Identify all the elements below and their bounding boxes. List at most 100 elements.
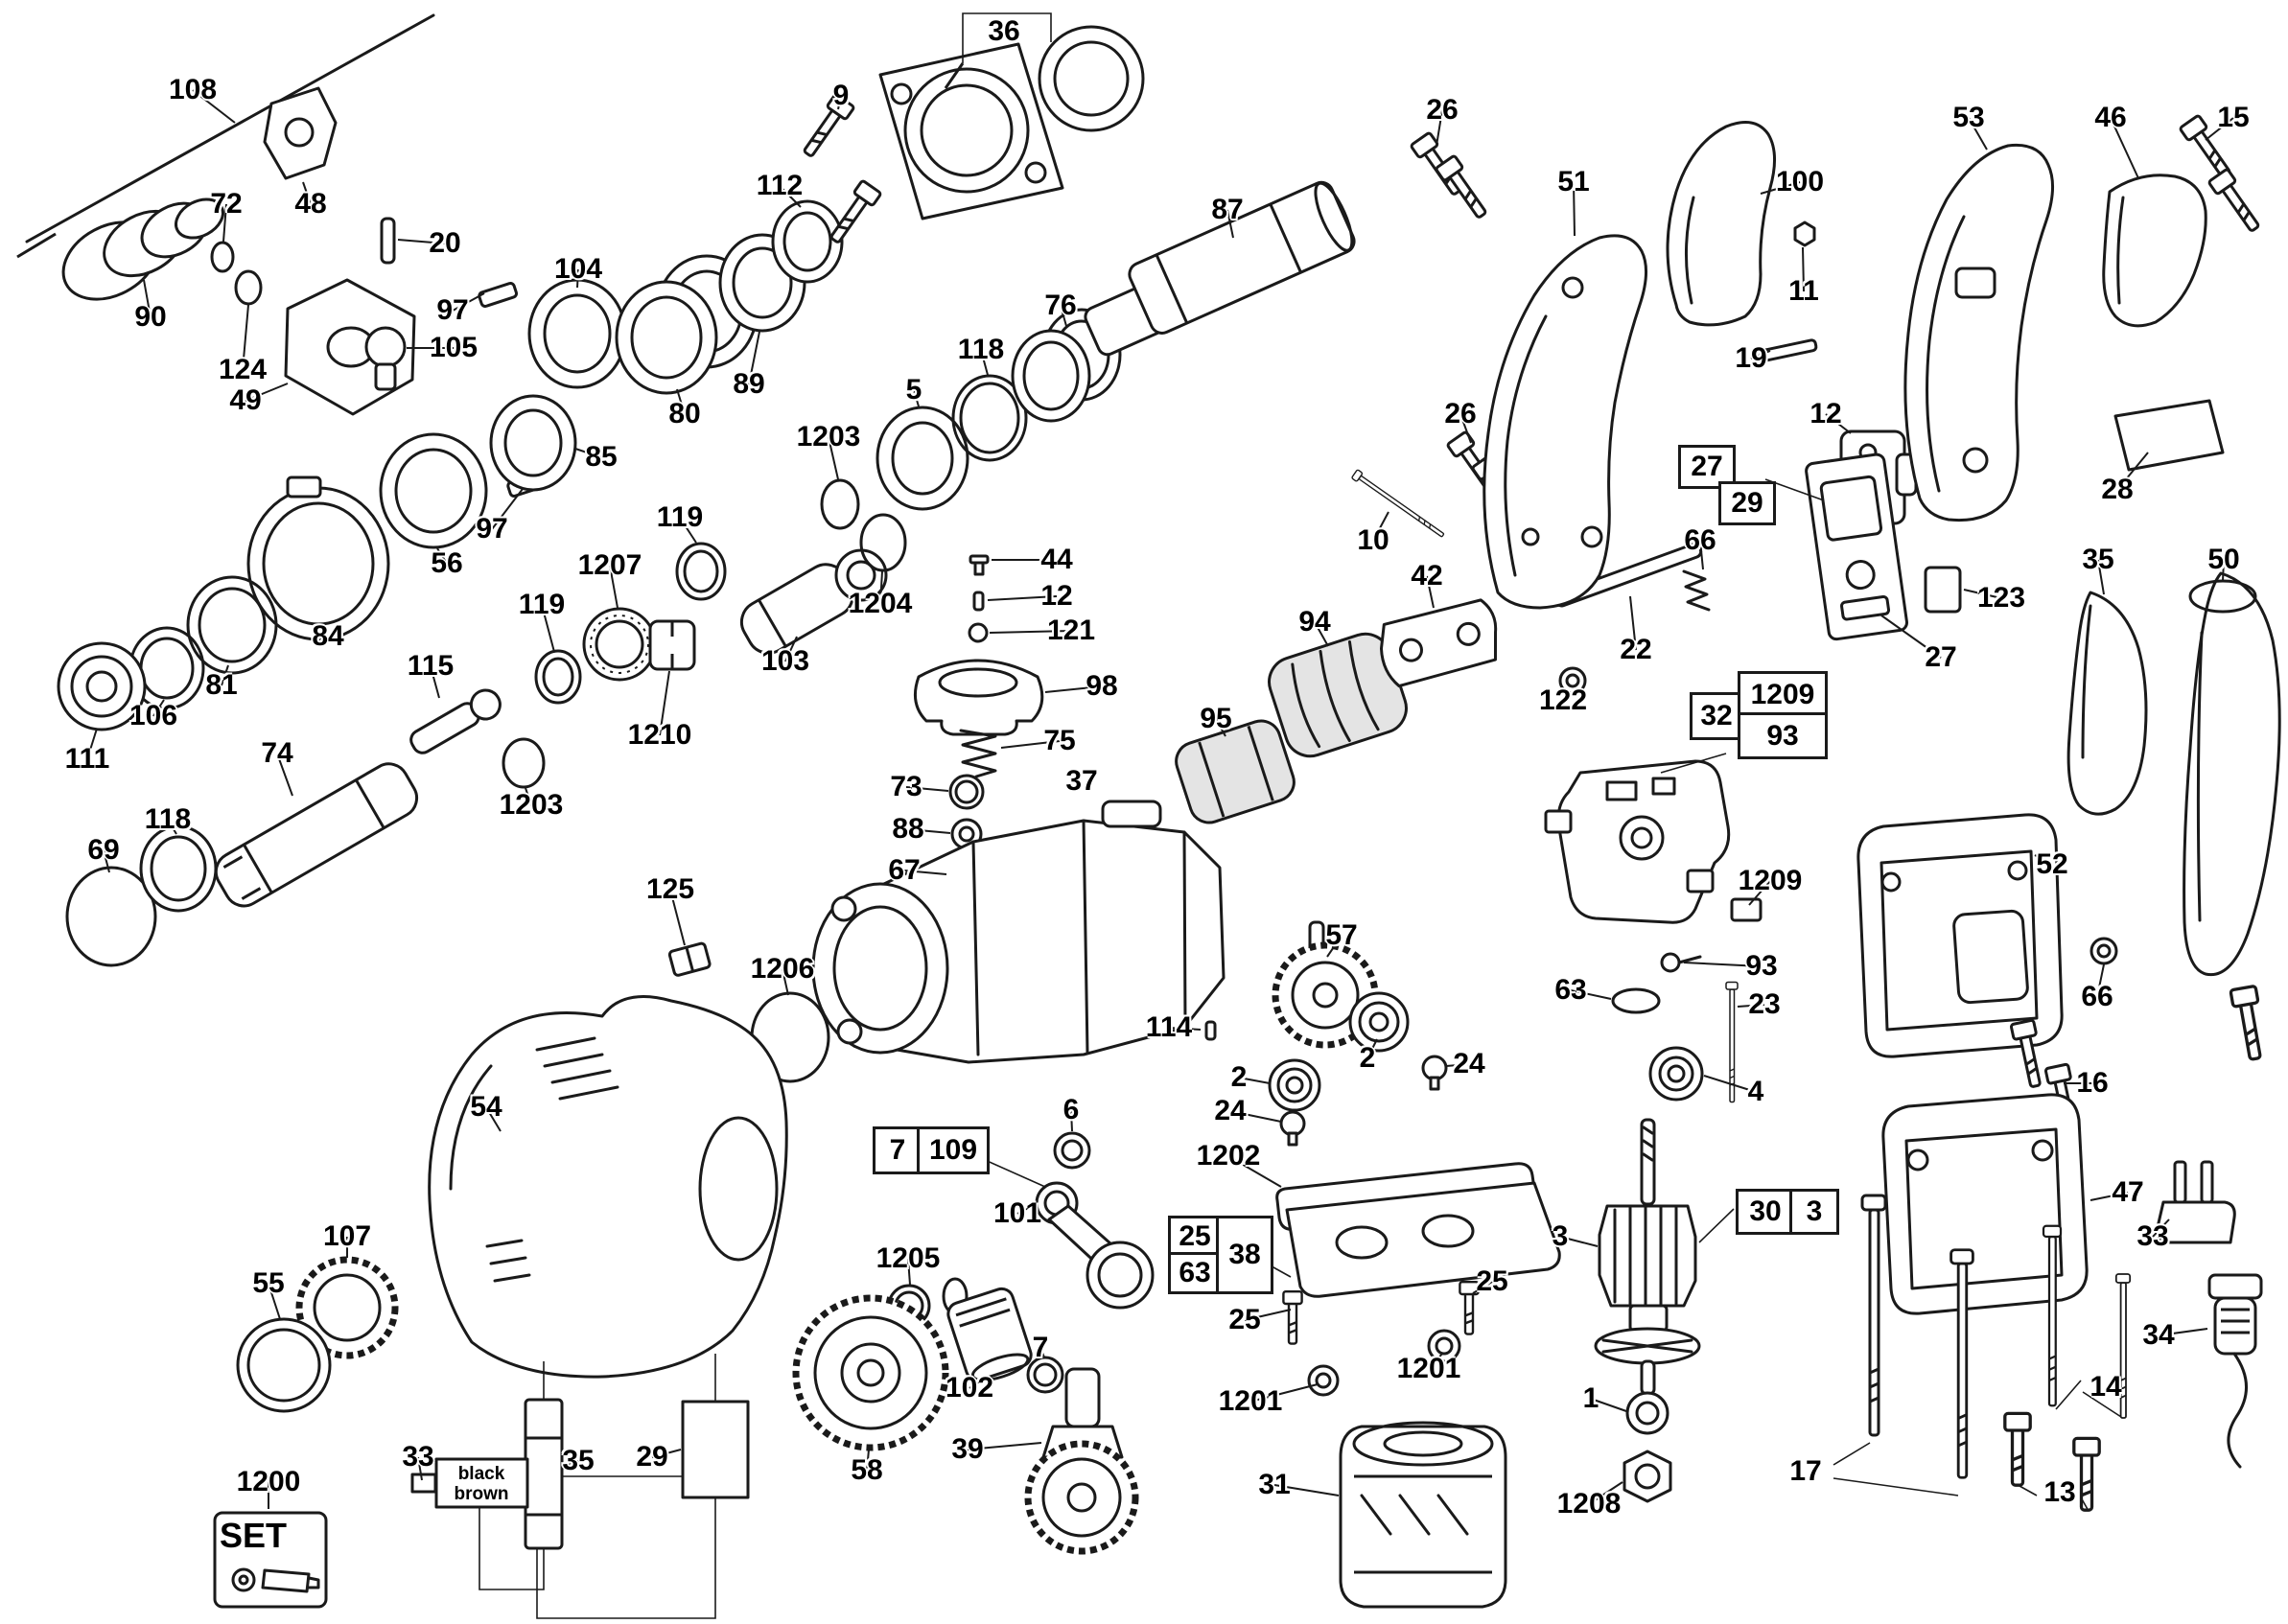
part-label-36: 36 (988, 15, 1020, 47)
part-label-88: 88 (892, 813, 924, 845)
part-label-6: 6 (1062, 1094, 1080, 1125)
part-label-2: 2 (1359, 1042, 1376, 1074)
part-label-114: 114 (1145, 1011, 1193, 1043)
lower-housing-group-drawing (1856, 813, 2270, 1469)
part-label-80: 80 (668, 398, 701, 429)
part-label-76: 76 (1044, 290, 1077, 321)
part-label-39: 39 (951, 1433, 984, 1465)
part-label-48: 48 (294, 188, 327, 220)
wiring-diagram-drawing (410, 1354, 750, 1619)
part-label-97: 97 (436, 294, 469, 326)
armature-drawing (1594, 1118, 1701, 1503)
part-label-102: 102 (945, 1372, 994, 1404)
part-label-7-boxed: 7 (873, 1126, 922, 1174)
part-label-123: 123 (1976, 582, 2026, 614)
part-label-54: 54 (470, 1091, 502, 1123)
part-label-29-boxed: 29 (1718, 481, 1776, 525)
part-label-31: 31 (1258, 1469, 1291, 1500)
part-label-24: 24 (1214, 1095, 1247, 1126)
part-label-109-boxed: 109 (917, 1126, 990, 1174)
part-label-89: 89 (733, 368, 765, 400)
part-label-81: 81 (205, 669, 238, 701)
electronics-group-drawing (1544, 759, 1763, 1103)
spindle-parts-group-drawing (65, 199, 1122, 967)
part-label-55: 55 (252, 1267, 285, 1299)
flange-group-drawing (796, 12, 1145, 248)
part-label-1: 1 (1582, 1382, 1599, 1414)
part-label-87: 87 (1211, 194, 1244, 225)
part-label-103: 103 (760, 645, 810, 677)
part-label-1201: 1201 (1218, 1385, 1283, 1417)
part-label-28: 28 (2101, 474, 2134, 505)
part-label-5: 5 (905, 374, 922, 406)
part-label-100: 100 (1775, 166, 1825, 197)
part-label-105: 105 (429, 332, 479, 363)
part-label-69: 69 (87, 834, 120, 866)
part-label-112: 112 (756, 170, 804, 201)
crank-piston-group-drawing (792, 920, 1561, 1609)
label-box-25-63-38: 25 63 38 (1168, 1216, 1273, 1294)
part-label-97: 97 (476, 513, 508, 545)
part-label-66: 66 (1684, 524, 1716, 556)
label-box-7-109: 7 109 (873, 1126, 990, 1174)
part-label-10: 10 (1357, 524, 1389, 556)
part-label-1208: 1208 (1556, 1488, 1622, 1520)
part-label-73: 73 (890, 771, 922, 802)
part-label-23: 23 (1748, 988, 1781, 1020)
part-label-32-boxed: 32 (1690, 692, 1743, 740)
part-label-7: 7 (1032, 1332, 1049, 1363)
part-label-1201: 1201 (1396, 1353, 1461, 1384)
part-label-125: 125 (645, 873, 695, 905)
part-label-1209-boxed: 1209 (1738, 671, 1828, 718)
part-label-51: 51 (1557, 166, 1590, 197)
part-label-104: 104 (553, 253, 603, 285)
label-box-32-1209-93: 32 1209 93 (1690, 671, 1828, 759)
part-label-57: 57 (1325, 919, 1358, 951)
part-label-44: 44 (1040, 544, 1073, 575)
part-label-107: 107 (322, 1220, 372, 1252)
part-label-1209: 1209 (1738, 865, 1803, 896)
gear-housing-group-drawing (811, 554, 1226, 1064)
part-label-115: 115 (407, 650, 455, 682)
part-label-33: 33 (402, 1441, 434, 1473)
part-label-1203: 1203 (499, 789, 564, 821)
part-label-25: 25 (1476, 1265, 1508, 1297)
chuck-parts-group-drawing (57, 197, 627, 731)
wire-color-label-black: black (457, 1464, 505, 1484)
part-label-15: 15 (2217, 102, 2250, 133)
part-label-9: 9 (832, 80, 850, 111)
part-label-85: 85 (585, 441, 618, 473)
part-label-37: 37 (1065, 765, 1098, 797)
part-label-108: 108 (168, 74, 218, 105)
part-label-35: 35 (2082, 544, 2114, 575)
part-label-90: 90 (134, 301, 167, 333)
part-label-106: 106 (128, 700, 178, 731)
part-label-95: 95 (1200, 703, 1232, 734)
part-label-42: 42 (1411, 560, 1443, 592)
part-label-19: 19 (1735, 342, 1767, 374)
part-label-1202: 1202 (1196, 1140, 1261, 1172)
part-label-33: 33 (2136, 1220, 2169, 1252)
depth-rod-and-clamp-drawing (16, 13, 435, 259)
part-label-1200: 1200 (236, 1466, 301, 1497)
part-label-16: 16 (2076, 1067, 2109, 1099)
part-label-11: 11 (1788, 275, 1819, 307)
part-label-119: 119 (656, 501, 704, 533)
set-plate-drawing (213, 1511, 328, 1609)
part-label-1206: 1206 (750, 953, 815, 985)
part-label-63: 63 (1554, 974, 1587, 1006)
part-label-1210: 1210 (627, 719, 692, 751)
part-label-4: 4 (1747, 1076, 1764, 1107)
part-label-50: 50 (2207, 544, 2240, 575)
motor-housing-group-drawing (236, 941, 830, 1413)
part-label-14: 14 (2090, 1371, 2122, 1403)
part-label-47: 47 (2112, 1176, 2144, 1208)
part-label-24: 24 (1453, 1048, 1485, 1079)
part-label-30-boxed: 30 (1736, 1189, 1795, 1235)
part-label-98: 98 (1086, 670, 1118, 702)
set-plate-text: SET (219, 1516, 288, 1555)
part-label-34: 34 (2142, 1319, 2175, 1351)
label-box-30-3: 30 3 (1736, 1189, 1839, 1235)
